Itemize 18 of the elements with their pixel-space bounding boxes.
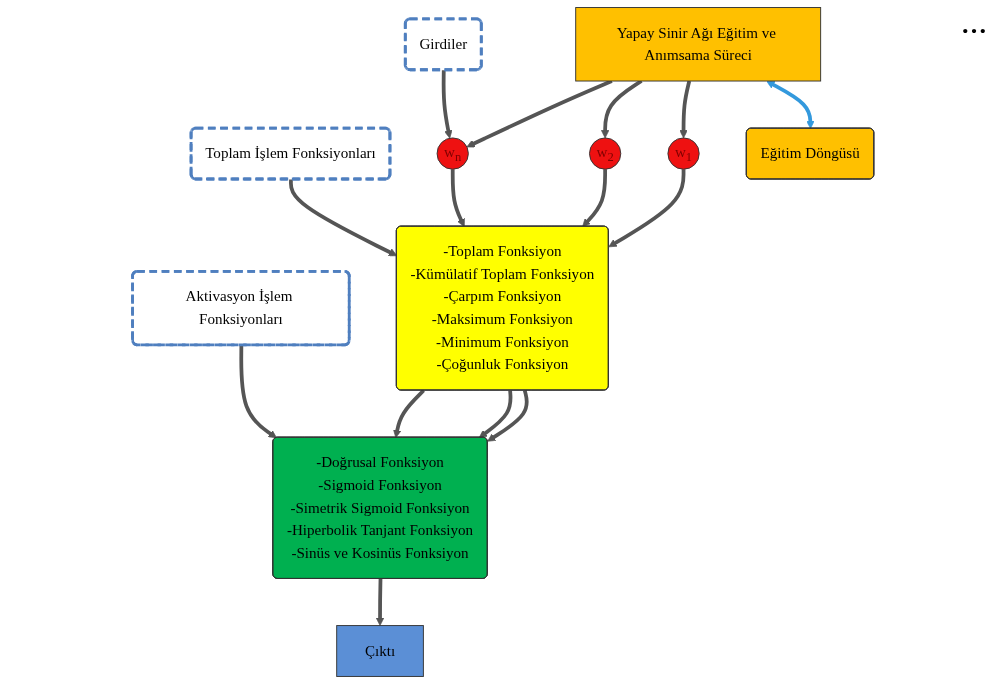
arrow bbox=[487, 390, 530, 442]
node-box: Çıktı bbox=[336, 625, 425, 677]
arrow bbox=[451, 169, 466, 227]
node-circle: w$_{n}$ bbox=[436, 137, 470, 170]
arrow bbox=[442, 70, 453, 139]
node-circle: w$_{2}$ bbox=[589, 137, 622, 170]
arrow bbox=[239, 345, 278, 439]
node-box: Yapay Sinir Ağı Eğitim ve Anımsama Süreci bbox=[575, 7, 822, 82]
arrow bbox=[393, 389, 426, 438]
arrow bbox=[376, 578, 385, 626]
arrow bbox=[479, 390, 513, 438]
arrow bbox=[582, 169, 608, 227]
arrow bbox=[608, 169, 686, 248]
arrow bbox=[679, 80, 692, 139]
arrow bbox=[289, 179, 398, 257]
arrow bbox=[766, 80, 815, 129]
ellipsis-text: … bbox=[961, 10, 987, 40]
node-circle: w$_{1}$ bbox=[667, 137, 700, 170]
